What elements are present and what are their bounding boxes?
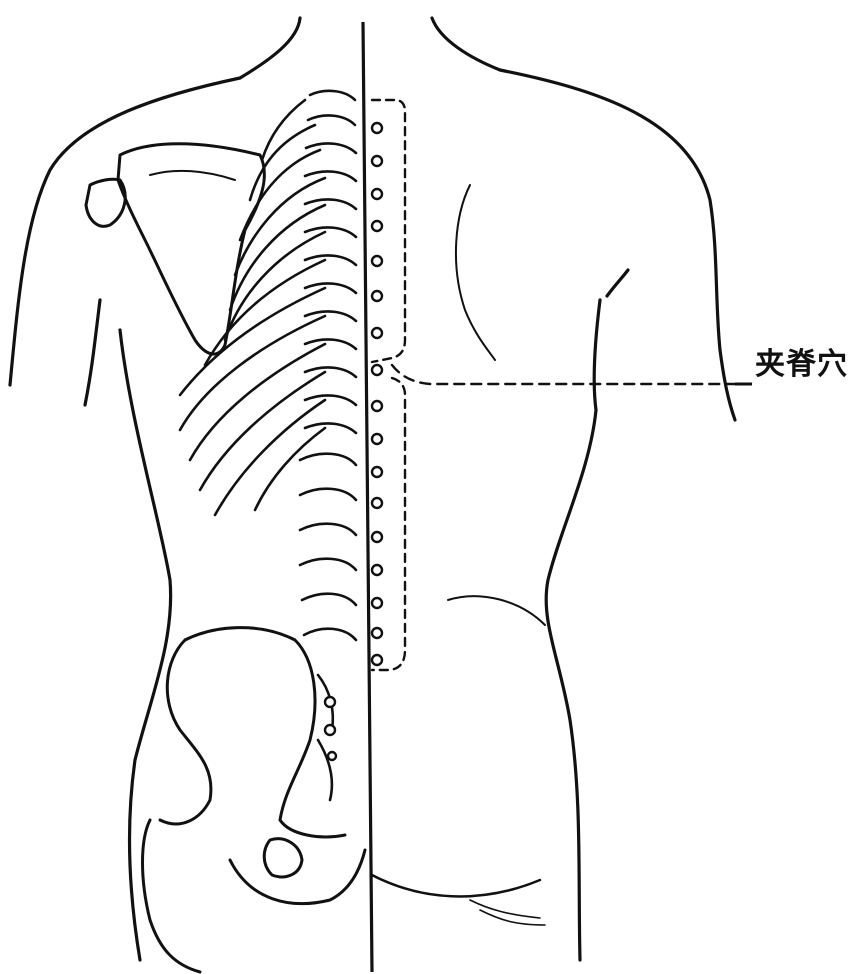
acupoint-dot: [372, 628, 382, 638]
scapula: [86, 144, 264, 354]
acupoint-label: 夹脊穴: [755, 339, 848, 383]
spine: [300, 91, 356, 800]
acupoint-dot: [372, 532, 382, 542]
acupoint-dot: [372, 221, 382, 231]
leader-line: [392, 365, 745, 384]
rib-cage: [180, 100, 325, 515]
midline: [363, 22, 372, 972]
acupoint-dot: [372, 328, 382, 338]
pelvis: [143, 628, 366, 972]
acupoint-dot: [372, 655, 382, 665]
acupoint-dot: [372, 498, 382, 508]
acupoint-dot: [372, 189, 382, 199]
acupoint-dot: [372, 401, 382, 411]
acupoint-dot: [372, 365, 382, 375]
acupoint-dots: [325, 123, 382, 760]
acupoint-dot: [372, 565, 382, 575]
acupoint-dot: [325, 697, 335, 707]
acupoint-dot: [372, 156, 382, 166]
acupoint-dot: [325, 725, 335, 735]
acupoint-dot: [372, 598, 382, 608]
acupoint-dot: [372, 434, 382, 444]
acupoint-dot: [328, 752, 336, 760]
acupoint-dot: [372, 123, 382, 133]
acupoint-dot: [372, 291, 382, 301]
acupoint-dot: [372, 467, 382, 477]
acupoint-dot: [372, 256, 382, 266]
